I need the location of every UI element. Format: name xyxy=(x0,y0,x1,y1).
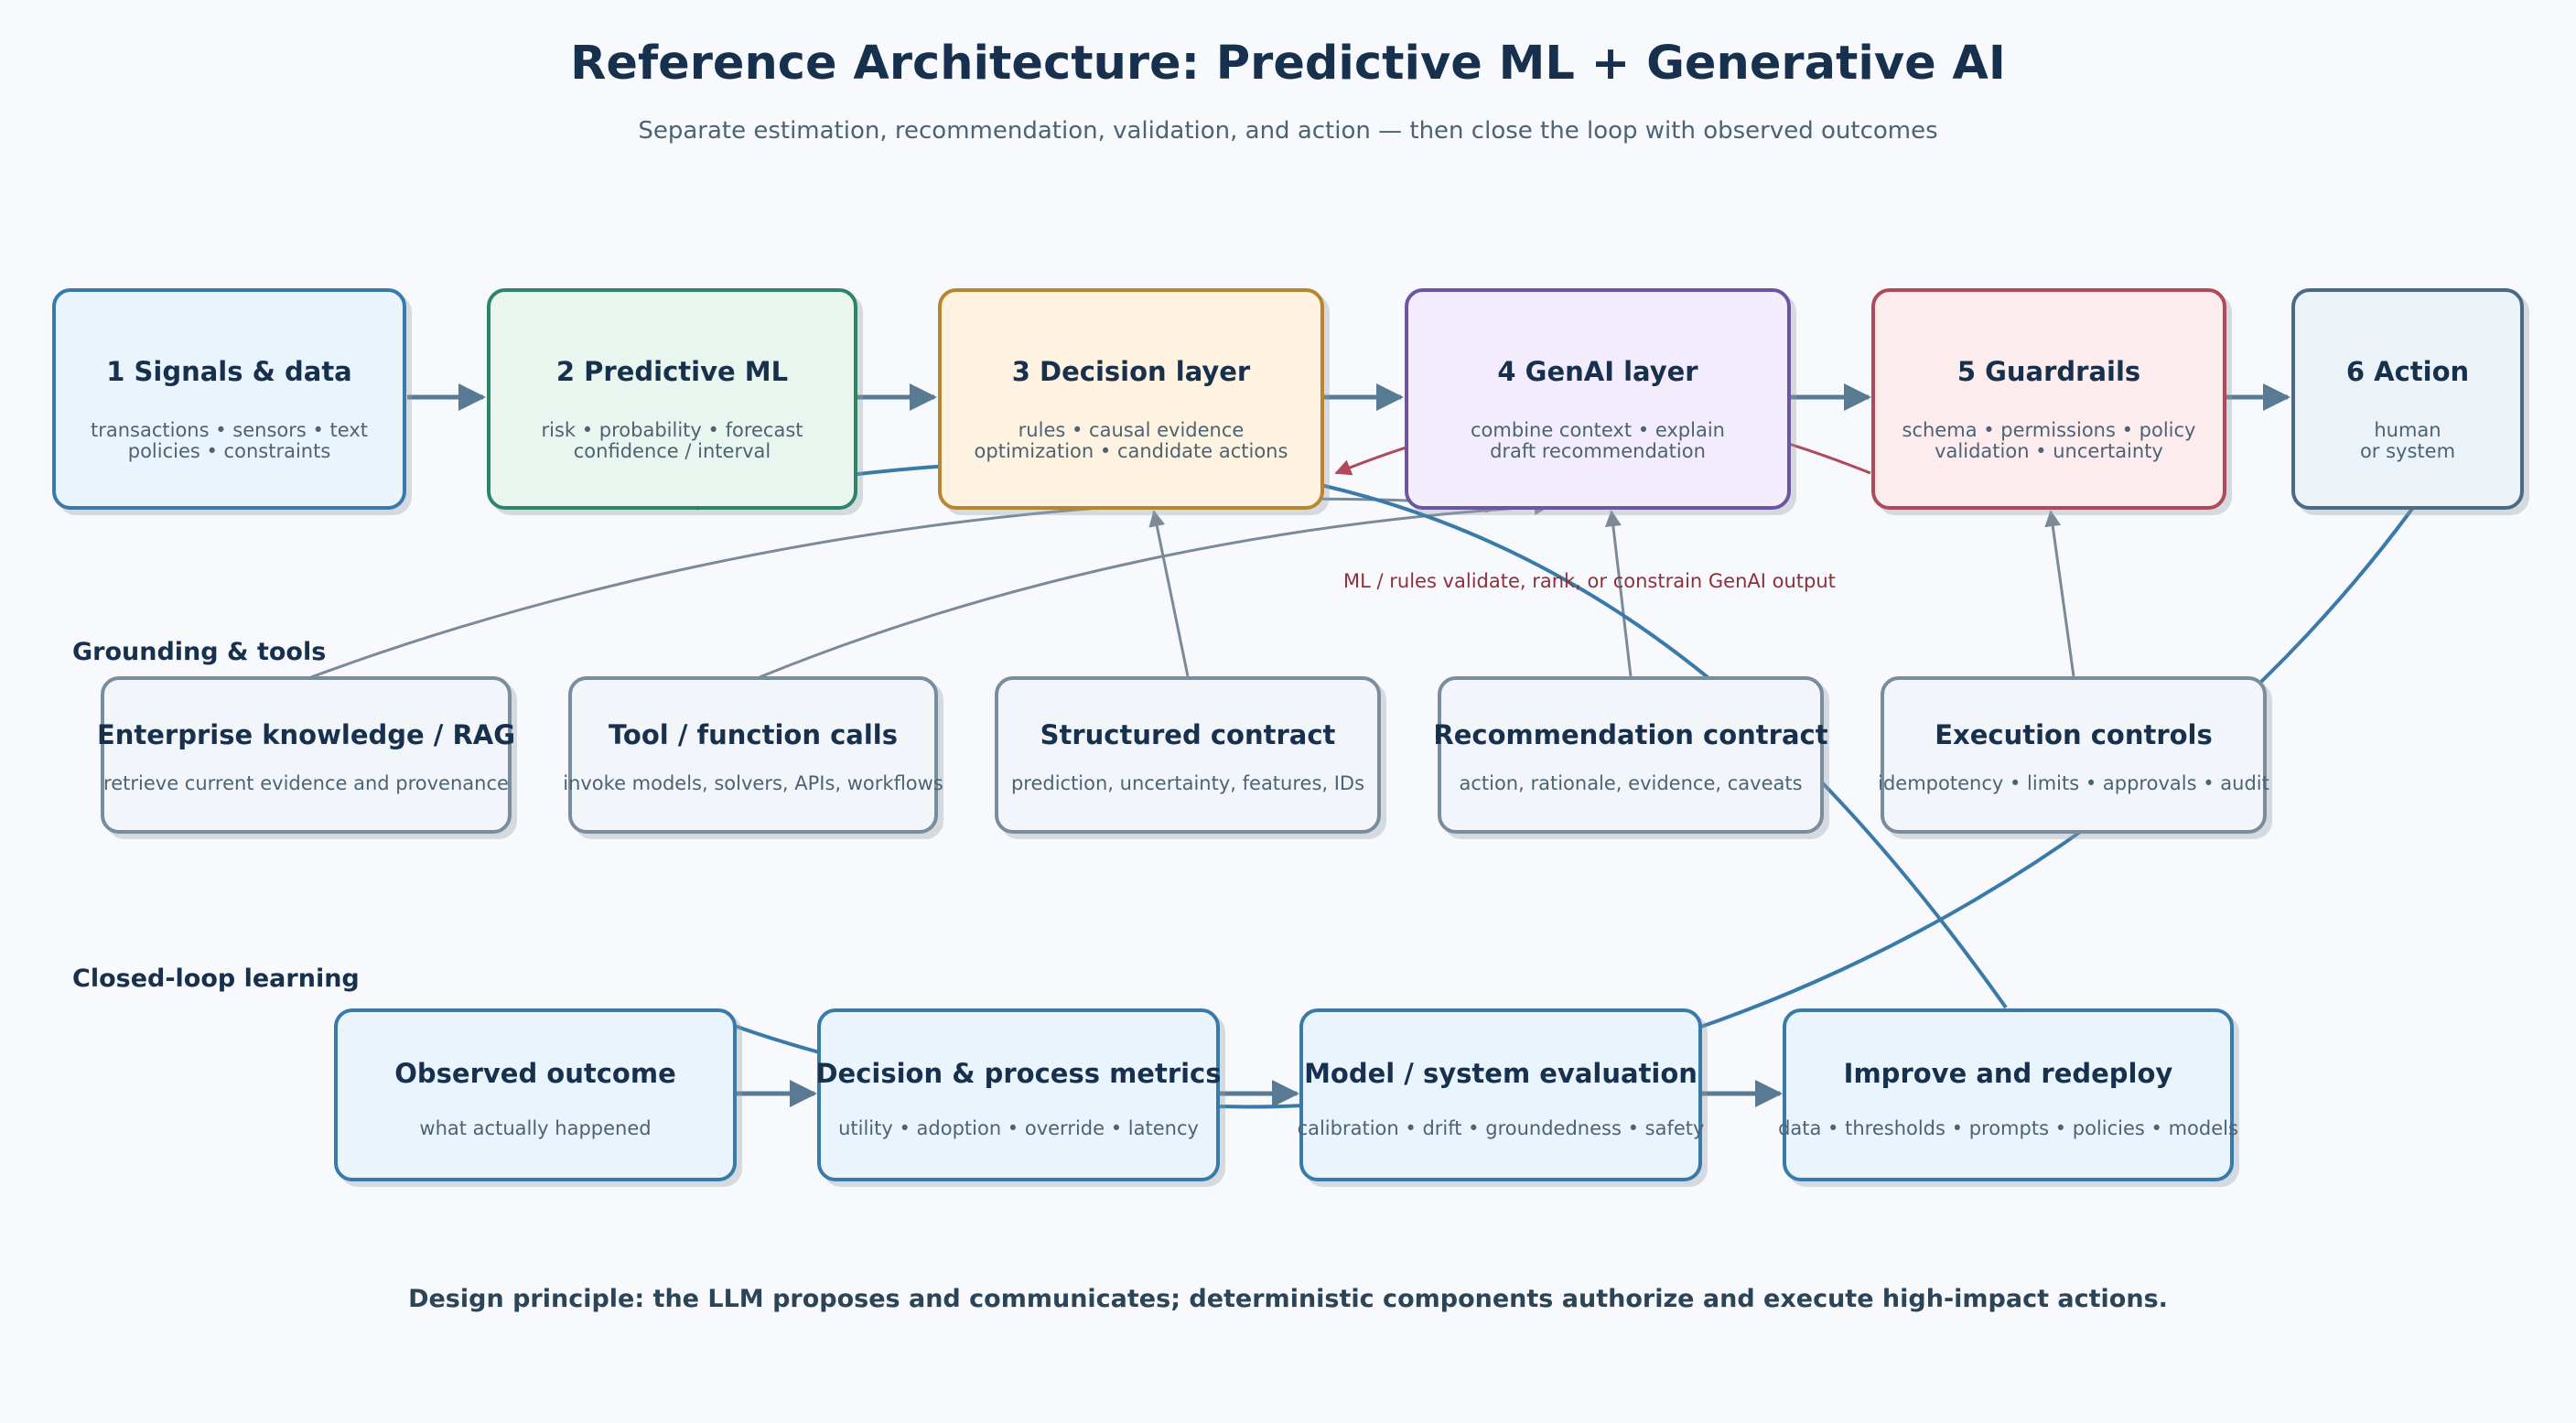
grounding-execution-controls-detail: idempotency • limits • approvals • audit xyxy=(1878,772,2269,794)
arrow-rag-to-genai xyxy=(310,496,1503,679)
loop-process-metrics: Decision & process metrics utility • ado… xyxy=(815,1008,1222,1181)
loop-observed-outcome: Observed outcome what actually happened xyxy=(334,1008,737,1181)
loop-improve-redeploy-label: Improve and redeploy xyxy=(1843,1058,2173,1089)
stage-decision: 3 Decision layer rules • causal evidence… xyxy=(938,288,1324,510)
grounding-rag-label: Enterprise knowledge / RAG xyxy=(96,719,516,750)
page-title: Reference Architecture: Predictive ML + … xyxy=(570,37,2006,91)
stage-predictive-ml: 2 Predictive ML risk • probability • for… xyxy=(487,288,857,510)
design-principle-footer: Design principle: the LLM proposes and c… xyxy=(408,1285,2168,1313)
loop-process-metrics-label: Decision & process metrics xyxy=(815,1058,1222,1089)
grounding-structured-contract: Structured contract prediction, uncertai… xyxy=(995,676,1381,834)
learning-section-label: Closed-loop learning xyxy=(72,965,360,993)
stage-predictive-ml-detail: risk • probability • forecast confidence… xyxy=(541,419,803,462)
stage-action-label: 6 Action xyxy=(2345,356,2470,387)
grounding-tool-calls-label: Tool / function calls xyxy=(609,719,898,750)
grounding-execution-controls-label: Execution controls xyxy=(1935,719,2213,750)
grounding-execution-controls: Execution controls idempotency • limits … xyxy=(1878,676,2269,834)
constraint-annotation: ML / rules validate, rank, or constrain … xyxy=(1343,570,1836,592)
loop-system-evaluation: Model / system evaluation calibration • … xyxy=(1298,1008,1704,1181)
grounding-rag: Enterprise knowledge / RAG retrieve curr… xyxy=(97,676,515,834)
arrow-tools-to-genai xyxy=(759,498,1551,679)
grounding-tool-calls: Tool / function calls invoke models, sol… xyxy=(563,676,943,834)
stage-signals-detail: transactions • sensors • text policies •… xyxy=(90,419,369,462)
loop-improve-redeploy-detail: data • thresholds • prompts • policies •… xyxy=(1778,1117,2238,1139)
loop-observed-outcome-detail: what actually happened xyxy=(419,1117,652,1139)
stage-guardrails-label: 5 Guardrails xyxy=(1956,356,2141,387)
arrow-structured-to-decision xyxy=(1148,510,1190,677)
grounding-section-label: Grounding & tools xyxy=(72,638,327,666)
loop-improve-redeploy: Improve and redeploy data • thresholds •… xyxy=(1778,1008,2238,1181)
loop-system-evaluation-label: Model / system evaluation xyxy=(1304,1058,1698,1089)
arrow-execution-to-guardrails xyxy=(2044,510,2075,677)
grounding-rag-detail: retrieve current evidence and provenance xyxy=(103,772,509,794)
loop-process-metrics-detail: utility • adoption • override • latency xyxy=(838,1117,1199,1139)
grounding-structured-contract-detail: prediction, uncertainty, features, IDs xyxy=(1010,772,1365,794)
stage-genai: 4 GenAI layer combine context • explain … xyxy=(1405,288,1791,510)
stage-predictive-ml-label: 2 Predictive ML xyxy=(555,356,789,387)
stage-action-detail: human or system xyxy=(2359,419,2456,462)
arrow-recommendation-to-genai xyxy=(1604,510,1633,677)
loop-system-evaluation-detail: calibration • drift • groundedness • saf… xyxy=(1297,1117,1705,1139)
stage-guardrails-detail: schema • permissions • policy validation… xyxy=(1902,419,2196,462)
stage-signals: 1 Signals & data transactions • sensors … xyxy=(52,288,406,510)
grounding-recommendation-contract: Recommendation contract action, rational… xyxy=(1433,676,1828,834)
stage-action: 6 Action human or system xyxy=(2291,288,2524,510)
loop-observed-outcome-label: Observed outcome xyxy=(394,1058,676,1089)
stage-signals-label: 1 Signals & data xyxy=(106,356,352,387)
stage-genai-label: 4 GenAI layer xyxy=(1497,356,1698,387)
grounding-tool-calls-detail: invoke models, solvers, APIs, workflows xyxy=(563,772,943,794)
page-subtitle: Separate estimation, recommendation, val… xyxy=(638,117,1938,145)
grounding-structured-contract-label: Structured contract xyxy=(1040,719,1336,750)
grounding-recommendation-contract-detail: action, rationale, evidence, caveats xyxy=(1459,772,1803,794)
stage-decision-label: 3 Decision layer xyxy=(1011,356,1251,387)
stage-decision-detail: rules • causal evidence optimization • c… xyxy=(974,419,1288,462)
grounding-recommendation-contract-label: Recommendation contract xyxy=(1433,719,1828,750)
stage-genai-detail: combine context • explain draft recommen… xyxy=(1471,419,1725,462)
grounding-arrows xyxy=(310,496,2075,679)
stage-guardrails: 5 Guardrails schema • permissions • poli… xyxy=(1871,288,2226,510)
